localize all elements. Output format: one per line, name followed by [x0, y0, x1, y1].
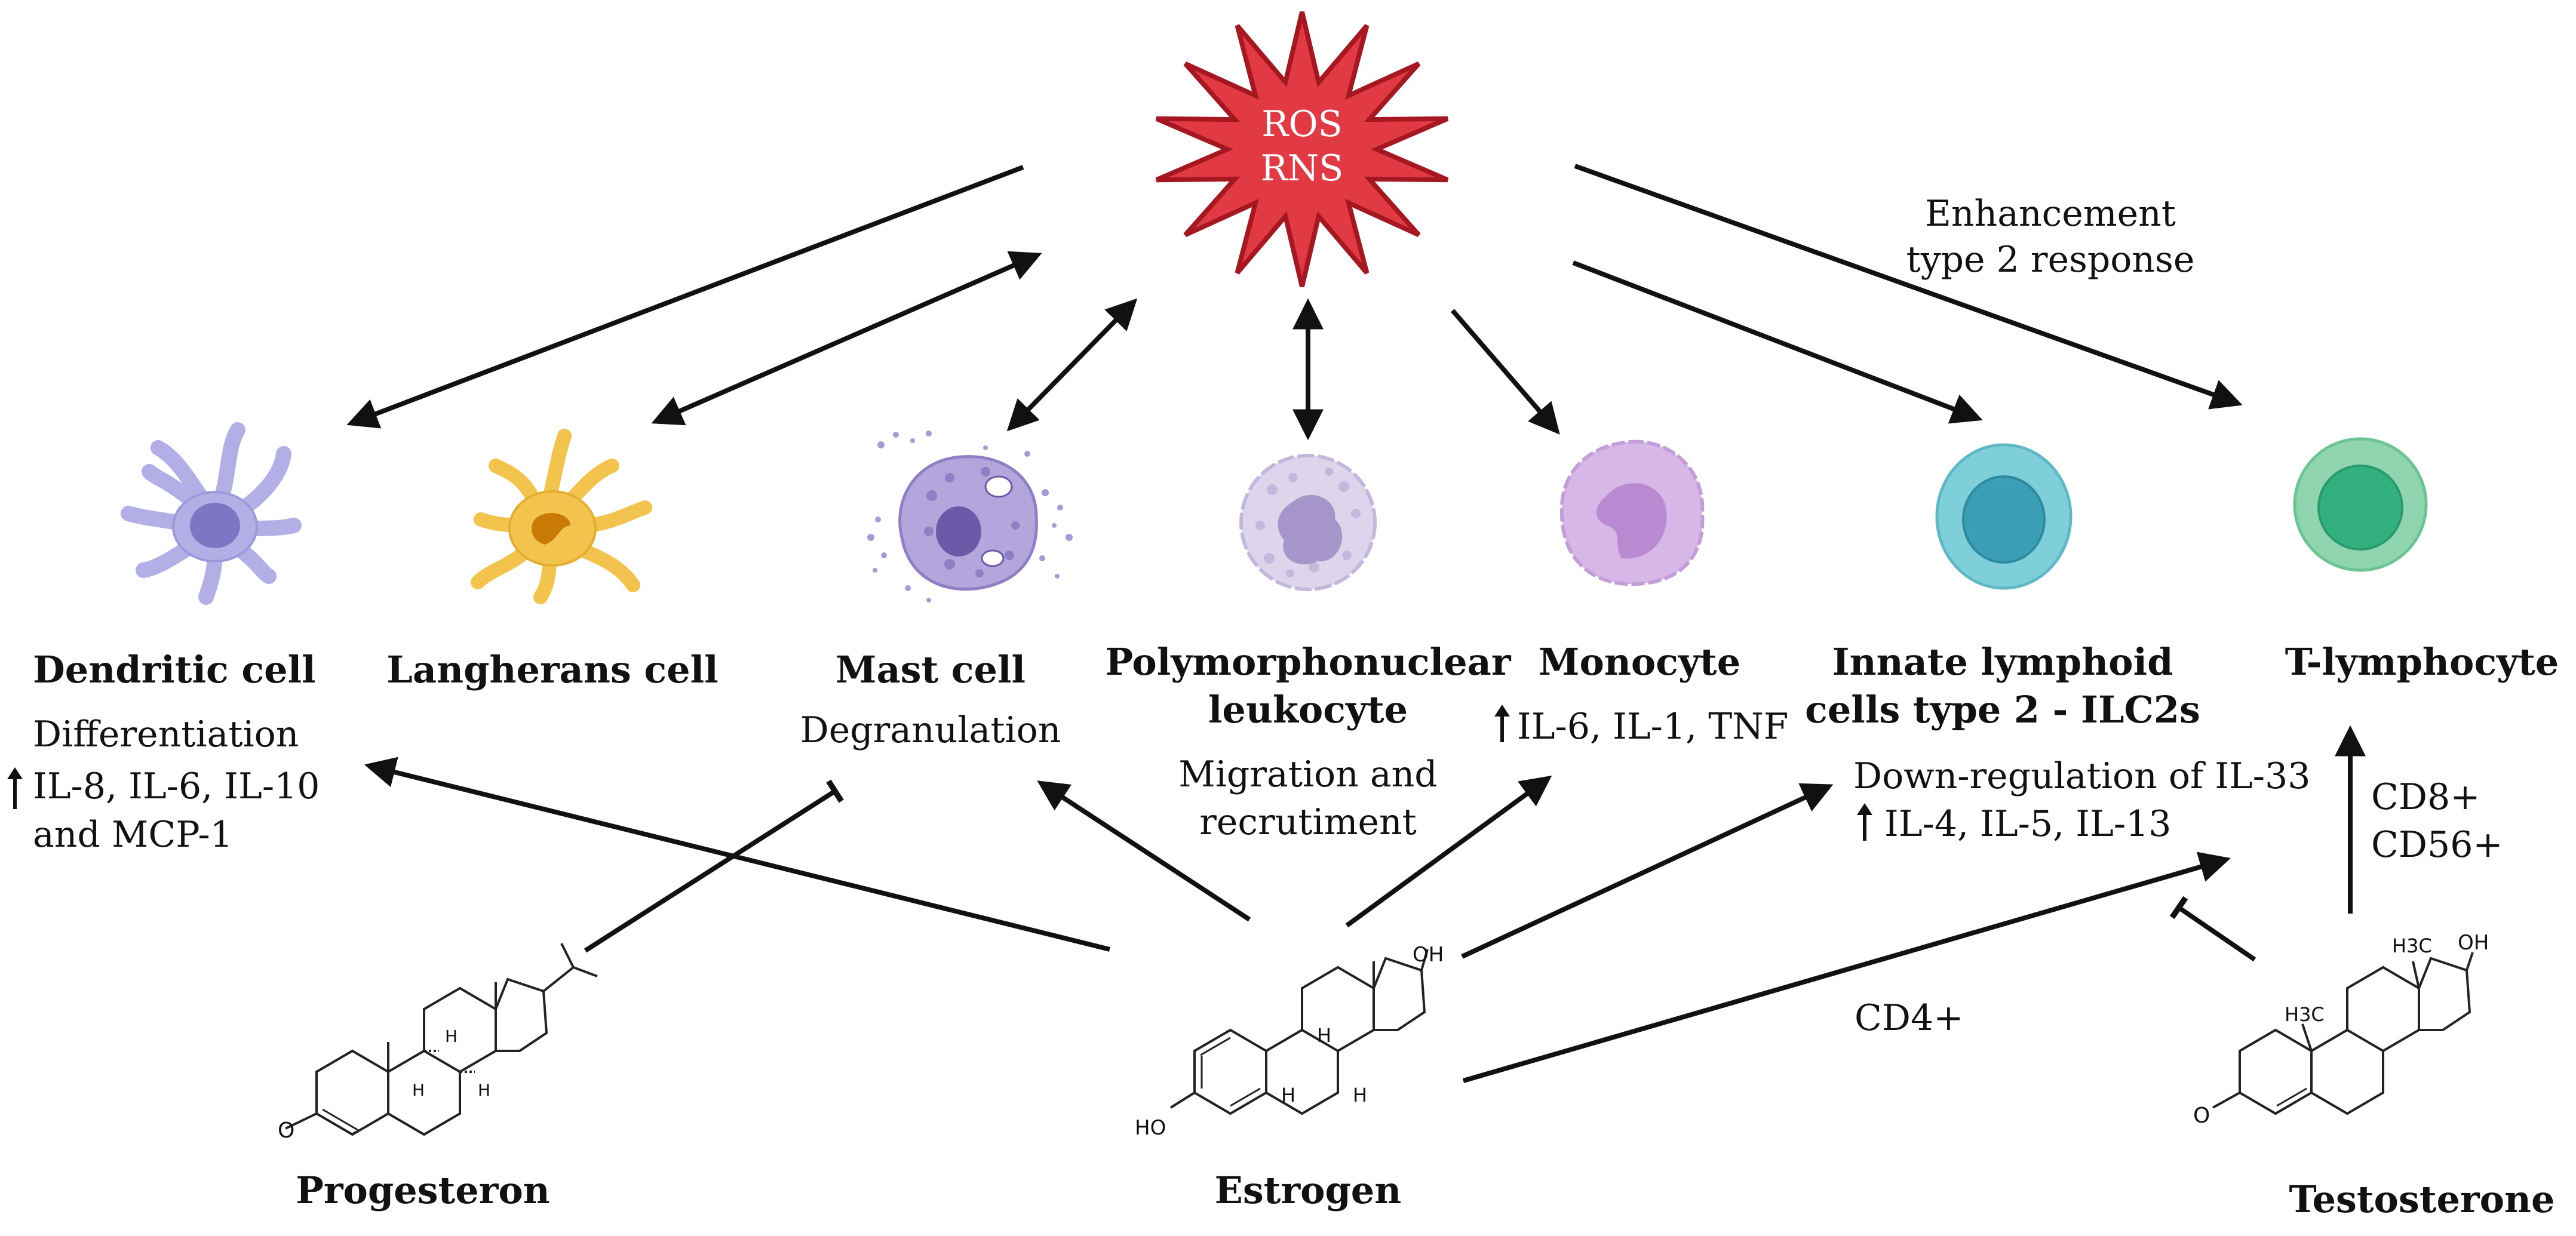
tcell-marker-2: CD56+	[2371, 824, 2503, 866]
arrow-estrogen-to-ilc2-cd4	[1462, 851, 2231, 1083]
up-arrow-icon-dendritic	[7, 767, 23, 809]
t-lymphocyte-icon	[2293, 437, 2428, 572]
ros-label: ROS	[1261, 103, 1342, 145]
dendritic-effect-3: and MCP-1	[33, 814, 233, 856]
up-arrow-icon-monocyte	[1494, 705, 1510, 742]
annotation-line-1: Enhancement	[1925, 193, 2176, 235]
estrogen-atom-h-1: H	[1317, 1024, 1331, 1047]
up-arrow-icon-ilc2	[1857, 803, 1872, 841]
pmn-name-line-1: Polymorphonuclear	[1105, 640, 1511, 684]
pmn-effect-2: recrutiment	[1199, 801, 1417, 843]
mast-effect-1: Degranulation	[800, 709, 1061, 751]
ilc2-effect-2: IL-4, IL-5, IL-13	[1884, 803, 2171, 845]
arrow-estrogen-to-mast	[1037, 780, 1251, 922]
estrogen-atom-ho: HO	[1135, 1116, 1166, 1140]
ilc2-cell-icon	[1935, 443, 2073, 590]
progesterone-structure	[285, 943, 598, 1136]
pmn-effect-1: Migration and	[1178, 754, 1437, 795]
estrogen-atom-oh: OH	[1413, 943, 1444, 967]
annotation-line-2: type 2 response	[1906, 239, 2195, 281]
testosterone-name: Testosterone	[2289, 1177, 2555, 1221]
monocyte-name: Monocyte	[1539, 640, 1740, 684]
testosterone-atom-o: O	[2193, 1103, 2210, 1128]
mast-cell-icon	[867, 431, 1073, 602]
testosterone-atom-oh: OH	[2458, 931, 2489, 955]
arrow-estrogen-to-monocyte	[1345, 775, 1552, 928]
testosterone-atom-h3c-2: H3C	[2392, 934, 2432, 957]
pmn-leukocyte-icon	[1239, 454, 1377, 591]
dendritic-cell-name: Dendritic cell	[33, 648, 316, 691]
dendritic-effect-1: Differentiation	[33, 714, 299, 755]
progesterone-atom-h-3: H	[478, 1080, 490, 1100]
langerhans-cell-icon	[471, 429, 652, 604]
progesterone-atom-h-2: H	[412, 1080, 425, 1100]
tcell-marker-1: CD8+	[2371, 776, 2480, 818]
t-lymphocyte-name: T-lymphocyte	[2285, 640, 2559, 684]
ros-rns-star: ROS RNS	[1155, 11, 1449, 287]
testosterone-structure	[2212, 952, 2474, 1115]
testosterone-atom-h3c-1: H3C	[2285, 1003, 2325, 1026]
ilc2-name-line-1: Innate lymphoid	[1832, 640, 2173, 684]
inhibit-progesterone-mast	[584, 779, 844, 953]
arrow-ros-mast	[1006, 298, 1138, 432]
arrow-ros-to-ilc2	[1572, 260, 1983, 424]
progesterone-atom-h-1: H	[445, 1026, 458, 1046]
monocyte-effect-1: IL-6, IL-1, TNF	[1517, 706, 1788, 748]
pmn-name-line-2: leukocyte	[1208, 688, 1408, 731]
arrow-estrogen-to-ilc2	[1461, 783, 1834, 959]
inhibit-testosterone-cd4	[2169, 896, 2256, 962]
dendritic-cell-icon	[121, 422, 302, 605]
estrogen-name: Estrogen	[1215, 1169, 1402, 1212]
arrow-ros-to-monocyte	[1450, 309, 1560, 435]
ilc2-name-line-2: cells type 2 - ILC2s	[1805, 688, 2200, 731]
ros-star-shape	[1155, 11, 1449, 287]
arrow-ros-langerhans	[651, 251, 1042, 426]
arrow-ros-to-dendritic	[346, 165, 1024, 429]
rns-label: RNS	[1261, 147, 1344, 189]
ilc2-effect-1: Down-regulation of IL-33	[1853, 755, 2310, 797]
estrogen-atom-h-2: H	[1281, 1084, 1295, 1106]
progesterone-atom-o: O	[278, 1118, 294, 1143]
arrow-ros-to-tcell	[1574, 164, 2243, 410]
cd4-label: CD4+	[1855, 997, 1963, 1039]
dendritic-effect-2: IL-8, IL-6, IL-10	[33, 765, 320, 807]
progesterone-name: Progesteron	[296, 1169, 550, 1212]
arrow-estrogen-to-dendritic	[364, 757, 1110, 952]
monocyte-icon	[1559, 439, 1705, 586]
estrogen-structure	[1169, 949, 1429, 1115]
estrogen-atom-h-3: H	[1353, 1084, 1367, 1106]
mast-cell-name: Mast cell	[836, 648, 1026, 691]
langerhans-cell-name: Langherans cell	[386, 648, 718, 691]
